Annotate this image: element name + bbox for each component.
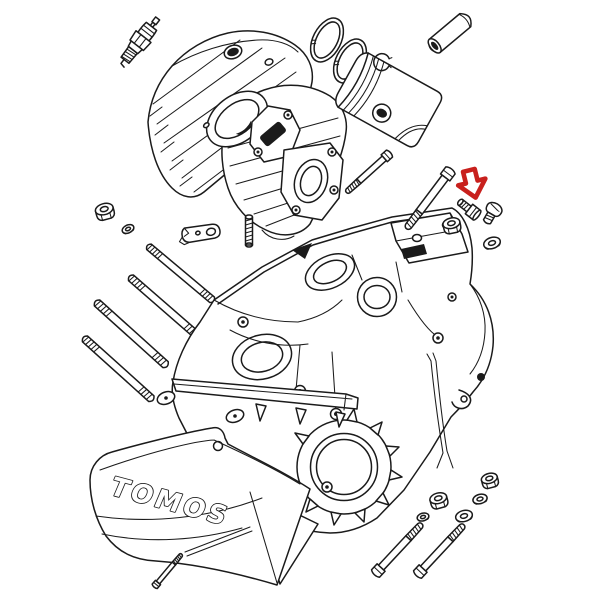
screw-plug — [479, 200, 504, 227]
side-cover-outline — [90, 428, 310, 585]
exhaust-flange — [250, 106, 300, 162]
diagram-root: TOMOS — [80, 10, 504, 590]
piston-pin — [425, 10, 474, 55]
cylinder — [196, 80, 346, 239]
cover-linkage-rod — [185, 527, 252, 556]
head-fin-ticks — [150, 107, 192, 186]
base-flange — [281, 143, 343, 220]
crankcase-ribs — [214, 255, 438, 412]
crankcase — [155, 208, 493, 533]
cylinder-spigot — [262, 230, 294, 239]
crankcase-shadow-pocket — [292, 243, 312, 259]
side-cover: TOMOS — [90, 428, 310, 585]
piston-ring-1 — [304, 13, 350, 68]
spark-plug-hole — [227, 47, 239, 57]
mounting-rail — [172, 379, 358, 427]
piston — [332, 50, 444, 150]
crankcase-bore-left — [227, 328, 296, 386]
highlight-arrow-shape — [455, 167, 489, 201]
highlight-arrow — [455, 167, 489, 201]
shift-wire — [427, 353, 453, 468]
bracket-plate — [177, 220, 222, 247]
spark-plug — [114, 13, 165, 71]
cover-tab-hole — [214, 442, 223, 451]
head-top-face — [172, 40, 298, 66]
cover-ridges — [96, 440, 300, 583]
housing-fins — [295, 409, 402, 525]
circlip — [372, 52, 393, 72]
crankcase-right-flange — [452, 284, 485, 409]
crankcase-boss-round — [358, 278, 397, 317]
bearing-housing — [295, 409, 402, 525]
crankcase-bore-upper — [300, 247, 361, 298]
short-stud — [246, 215, 253, 247]
highlighted-part-stud-nut — [455, 196, 482, 221]
